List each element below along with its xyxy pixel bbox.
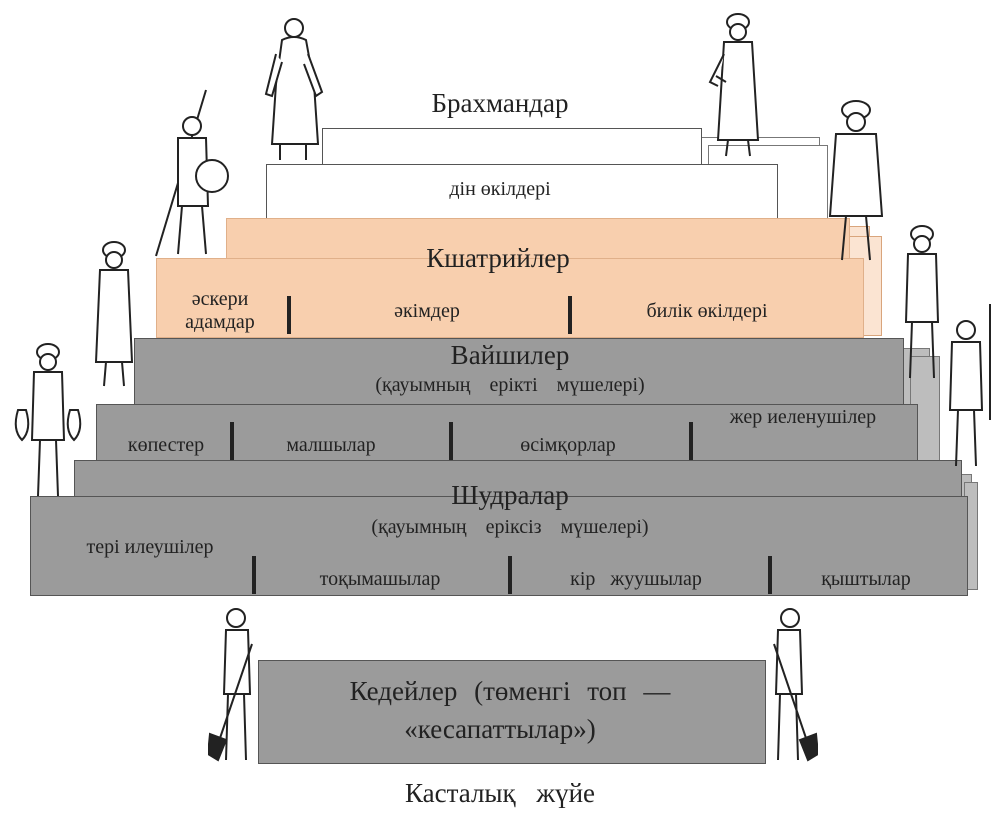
kshatriya-group-officials: билік өкілдері <box>646 300 768 322</box>
vaishya-title: Вайшилер <box>450 340 570 370</box>
warrior-figure-icon <box>155 89 229 257</box>
outcasts-line-1: Кедейлер (төменгі топ — <box>349 676 671 706</box>
shudra-subtitle: (қауымның еріксіз мүшелері) <box>371 516 649 538</box>
kshatriya-lower-step <box>156 258 864 338</box>
noble-figure-icon <box>828 100 884 261</box>
priest-figure-icon <box>264 18 324 160</box>
group-separator <box>230 422 234 462</box>
sweeper-figure-icon <box>208 608 253 762</box>
group-separator <box>568 296 572 334</box>
shudra-group-potters: қыштылар <box>821 568 911 590</box>
shudra-group-tanners: тері илеушілер <box>86 536 214 558</box>
kshatriya-top-step <box>226 218 850 262</box>
outcasts-line-2: «кесапаттылар») <box>404 714 596 744</box>
priest-figure-icon <box>708 13 760 157</box>
brahmin-title: Брахмандар <box>431 88 569 118</box>
trader-figure-icon <box>904 225 940 379</box>
vaishya-group-landowners: жер иеленушілер <box>729 406 877 428</box>
vaishya-group-merchants: көпестер <box>127 434 205 456</box>
group-separator <box>689 422 693 462</box>
brahmin-subtitle: дін өкілдері <box>449 178 551 200</box>
shudra-lower-step <box>30 496 968 596</box>
vaishya-subtitle: (қауымның ерікті мүшелері) <box>375 374 645 396</box>
shudra-title: Шудралар <box>451 480 569 510</box>
outcasts-box <box>258 660 766 764</box>
shudra-group-weavers: тоқымашылар <box>319 568 441 590</box>
group-separator <box>287 296 291 334</box>
group-separator <box>768 556 772 594</box>
group-separator <box>252 556 256 594</box>
brahmin-top-step <box>322 128 702 168</box>
sweeper-figure-icon <box>773 608 818 762</box>
vaishya-group-herders: малшылар <box>286 434 376 456</box>
kshatriya-group-governors: әкімдер <box>394 300 460 322</box>
shudra-group-launderers: кір жуушылар <box>570 568 702 590</box>
kshatriya-title: Кшатрийлер <box>426 243 570 273</box>
kshatriya-group-soldiers: әскери адамдар <box>185 288 255 333</box>
group-separator <box>508 556 512 594</box>
vaishya-group-moneylenders: өсімқорлар <box>520 434 616 456</box>
vaishya-top-step <box>134 338 904 408</box>
soldier-figure-icon <box>948 304 991 467</box>
diagram-caption: Касталық жүйе <box>404 778 596 808</box>
merchant-figure-icon <box>94 241 134 387</box>
herder-figure-icon <box>14 343 82 497</box>
group-separator <box>449 422 453 462</box>
